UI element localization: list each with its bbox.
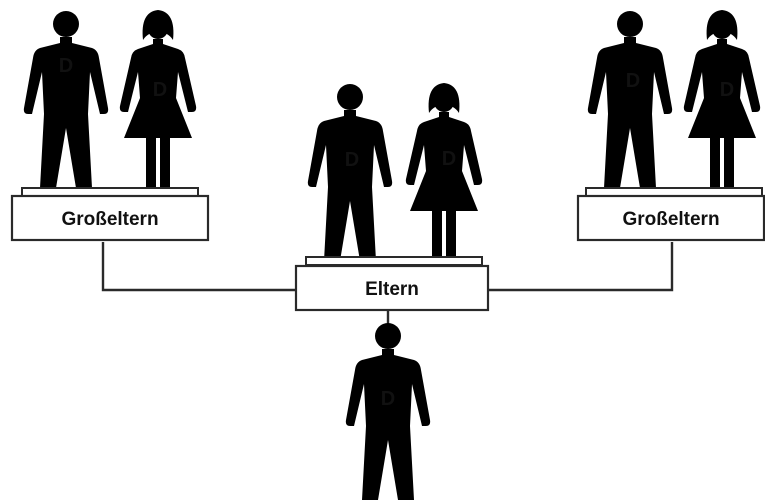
label-grandparents-right: Großeltern	[622, 209, 719, 230]
box-grandparents-left	[10, 194, 210, 242]
platform-center	[305, 256, 483, 266]
marker-grandfather-right: D	[626, 70, 640, 92]
mother-figure	[405, 83, 483, 261]
label-grandparents-left: Großeltern	[61, 209, 158, 230]
grandfather-left-figure	[23, 11, 109, 188]
marker-mother: D	[442, 148, 456, 170]
label-parents: Eltern	[365, 279, 419, 300]
box-grandparents-right	[576, 194, 765, 242]
marker-child: D	[381, 388, 395, 410]
father-figure	[307, 84, 393, 261]
grandfather-right-figure	[587, 11, 673, 188]
connector-right	[488, 242, 674, 292]
connector-left	[101, 242, 296, 292]
marker-grandmother-right: D	[720, 79, 734, 101]
child-figure	[345, 323, 431, 500]
marker-father: D	[345, 149, 359, 171]
marker-grandmother-left: D	[153, 79, 167, 101]
marker-grandfather-left: D	[59, 55, 73, 77]
platform-left	[21, 187, 199, 197]
platform-right	[585, 187, 763, 197]
box-parents	[294, 264, 490, 312]
